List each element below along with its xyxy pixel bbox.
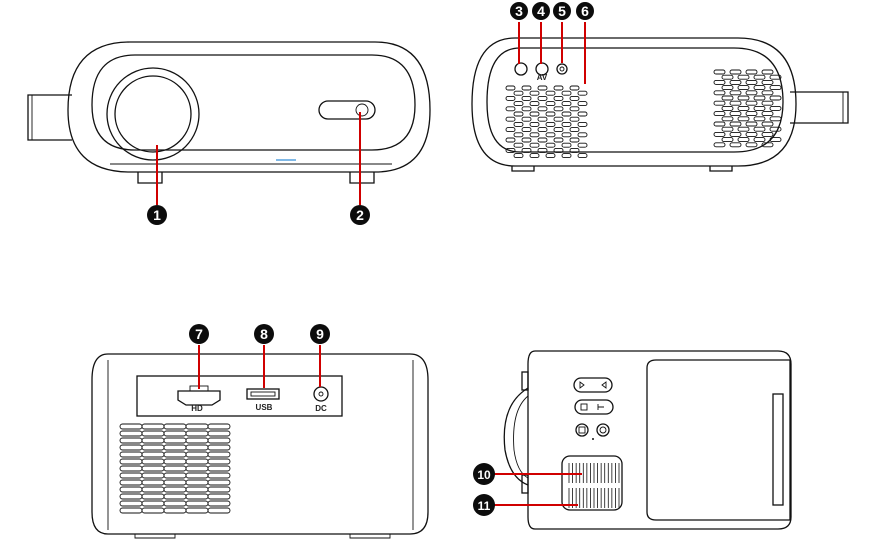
svg-text:1: 1 xyxy=(153,207,161,223)
foot-left xyxy=(137,172,163,184)
callout-6: 6 xyxy=(576,2,594,20)
front-view: 1 2 xyxy=(27,41,431,225)
front-handle xyxy=(27,94,72,141)
dc-port xyxy=(313,386,329,402)
lens-housing xyxy=(106,67,200,161)
ok-button xyxy=(596,423,610,437)
audio-port xyxy=(556,63,568,75)
ir-sensor-icon xyxy=(355,103,369,117)
callout-2: 2 xyxy=(350,205,370,225)
lens-cover xyxy=(646,359,791,521)
back-panel xyxy=(486,47,784,153)
port-panel xyxy=(136,375,343,417)
svg-text:7: 7 xyxy=(195,326,203,342)
svg-text:6: 6 xyxy=(581,3,589,19)
usb-port xyxy=(246,388,280,400)
vent-grille-left xyxy=(505,85,588,159)
svg-text:DC: DC xyxy=(315,404,327,413)
svg-text:2: 2 xyxy=(356,207,364,223)
callout-10: 10 xyxy=(473,463,495,485)
svg-text:HD: HD xyxy=(191,404,203,413)
foot-right xyxy=(349,172,375,184)
source-button xyxy=(575,423,589,437)
svg-text:USB: USB xyxy=(256,403,273,412)
hdmi-port xyxy=(177,390,221,406)
back-body xyxy=(471,37,797,167)
callout-3: 3 xyxy=(510,2,528,20)
callout-1: 1 xyxy=(147,205,167,225)
svg-text:3: 3 xyxy=(515,3,523,19)
callout-8: 8 xyxy=(254,324,274,344)
svg-text:11: 11 xyxy=(478,499,491,513)
menu-back-button xyxy=(574,399,614,415)
nav-left-right-button xyxy=(573,377,613,393)
svg-text:5: 5 xyxy=(558,3,566,19)
front-body xyxy=(67,41,431,173)
top-view: 10 11 xyxy=(473,350,792,530)
callout-5: 5 xyxy=(553,2,571,20)
side-vent-grille xyxy=(119,423,231,514)
slot xyxy=(772,393,784,506)
callout-9: 9 xyxy=(310,324,330,344)
front-panel xyxy=(91,54,416,151)
top-body xyxy=(527,350,792,530)
back-view: AV 3 4 5 6 xyxy=(471,2,849,172)
svg-text:9: 9 xyxy=(316,326,324,342)
top-handle xyxy=(503,387,529,486)
svg-text:AV: AV xyxy=(537,73,548,82)
callout-4: 4 xyxy=(532,2,550,20)
lens-icon xyxy=(114,75,192,153)
side-view: HD USB DC 7 8 9 xyxy=(91,324,429,539)
side-body xyxy=(91,353,429,535)
ir-window xyxy=(318,100,376,120)
svg-text:4: 4 xyxy=(537,3,545,19)
callout-7: 7 xyxy=(189,324,209,344)
svg-text:10: 10 xyxy=(477,468,491,482)
callout-11: 11 xyxy=(473,494,495,516)
power-button xyxy=(514,62,528,76)
wheel-housing xyxy=(561,455,623,511)
vent-grille-right xyxy=(713,69,782,148)
back-handle xyxy=(790,91,849,124)
svg-text:8: 8 xyxy=(260,326,268,342)
